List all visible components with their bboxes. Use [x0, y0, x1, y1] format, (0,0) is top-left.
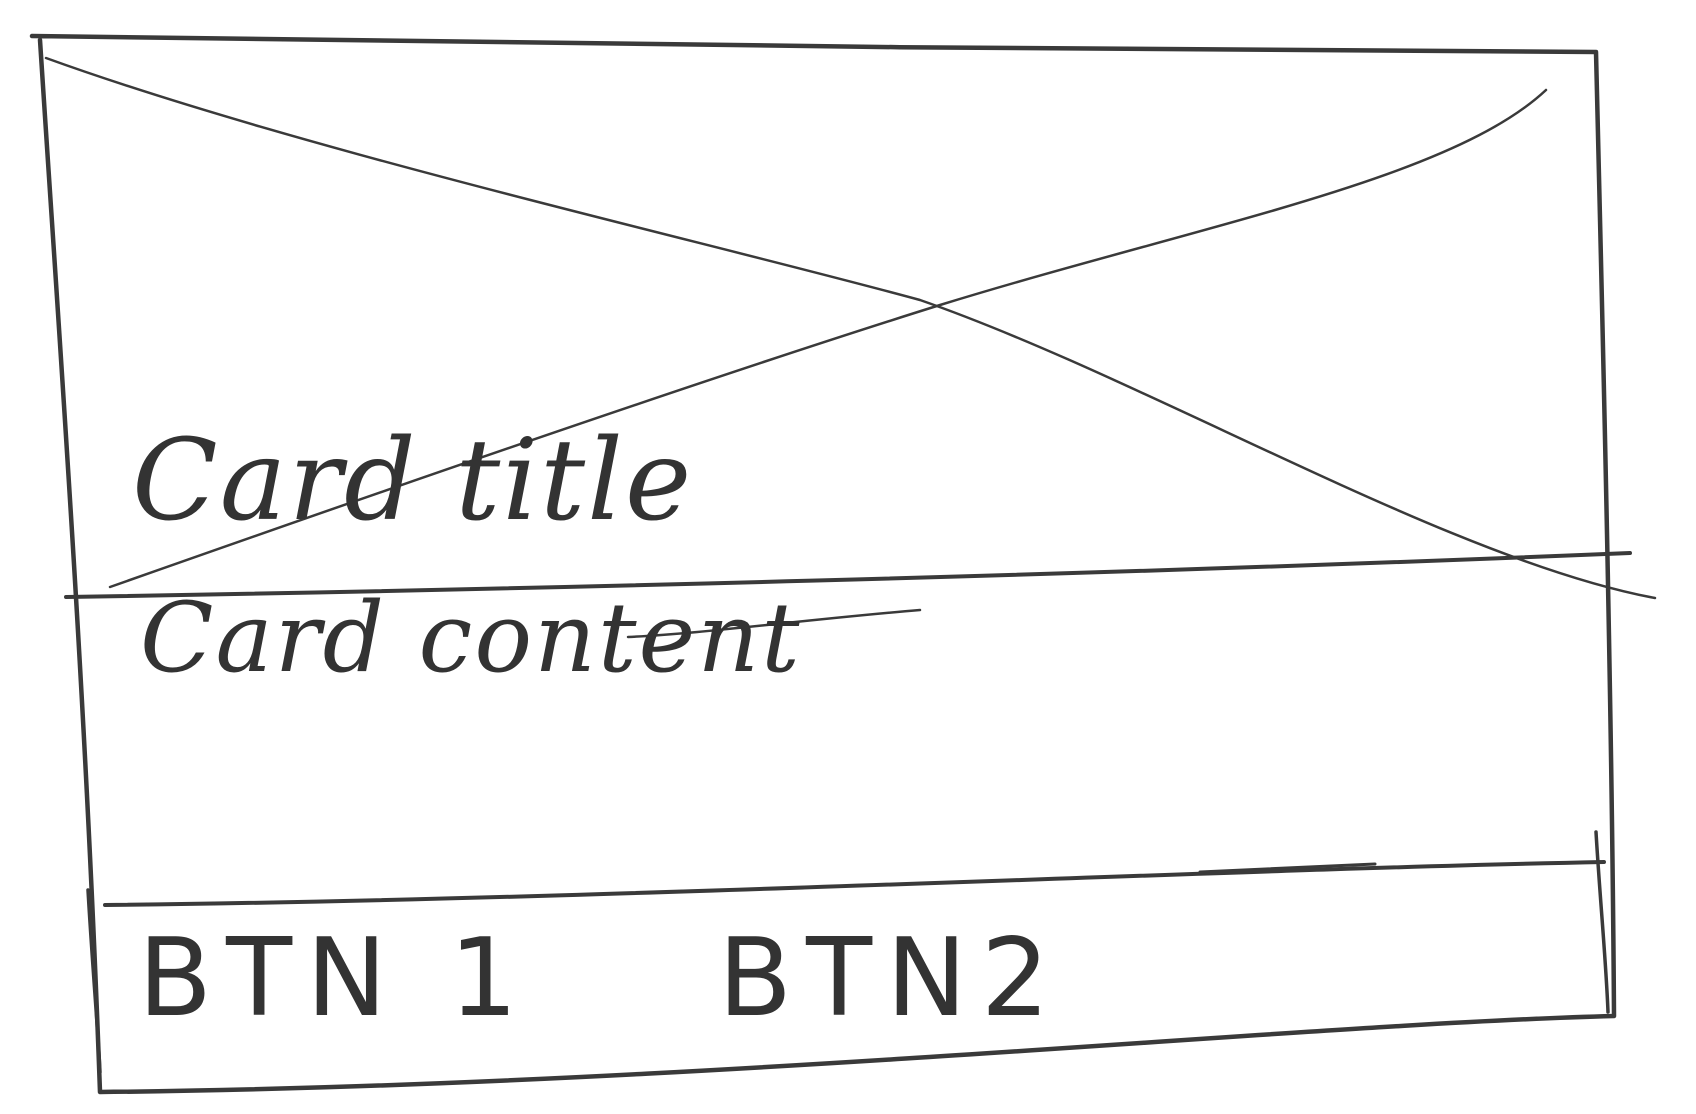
- card-outline: [29, 33, 1617, 1095]
- content-strike: [626, 608, 922, 639]
- card-content: Card content: [140, 582, 802, 694]
- btn-1-button[interactable]: BTN 1: [138, 916, 532, 1041]
- actions-area-outline: [86, 888, 102, 1074]
- actions-area-right: [1594, 830, 1610, 1014]
- actions-divider: [103, 860, 1606, 907]
- actions-divider-stroke-extra: [1198, 862, 1377, 874]
- card-title: Card title: [132, 416, 694, 546]
- image-placeholder-diagonal-2: [108, 88, 1548, 589]
- btn-2-button[interactable]: BTN2: [718, 916, 1064, 1041]
- image-placeholder-diagonal-1: [44, 56, 1657, 600]
- header-divider: [64, 551, 1632, 599]
